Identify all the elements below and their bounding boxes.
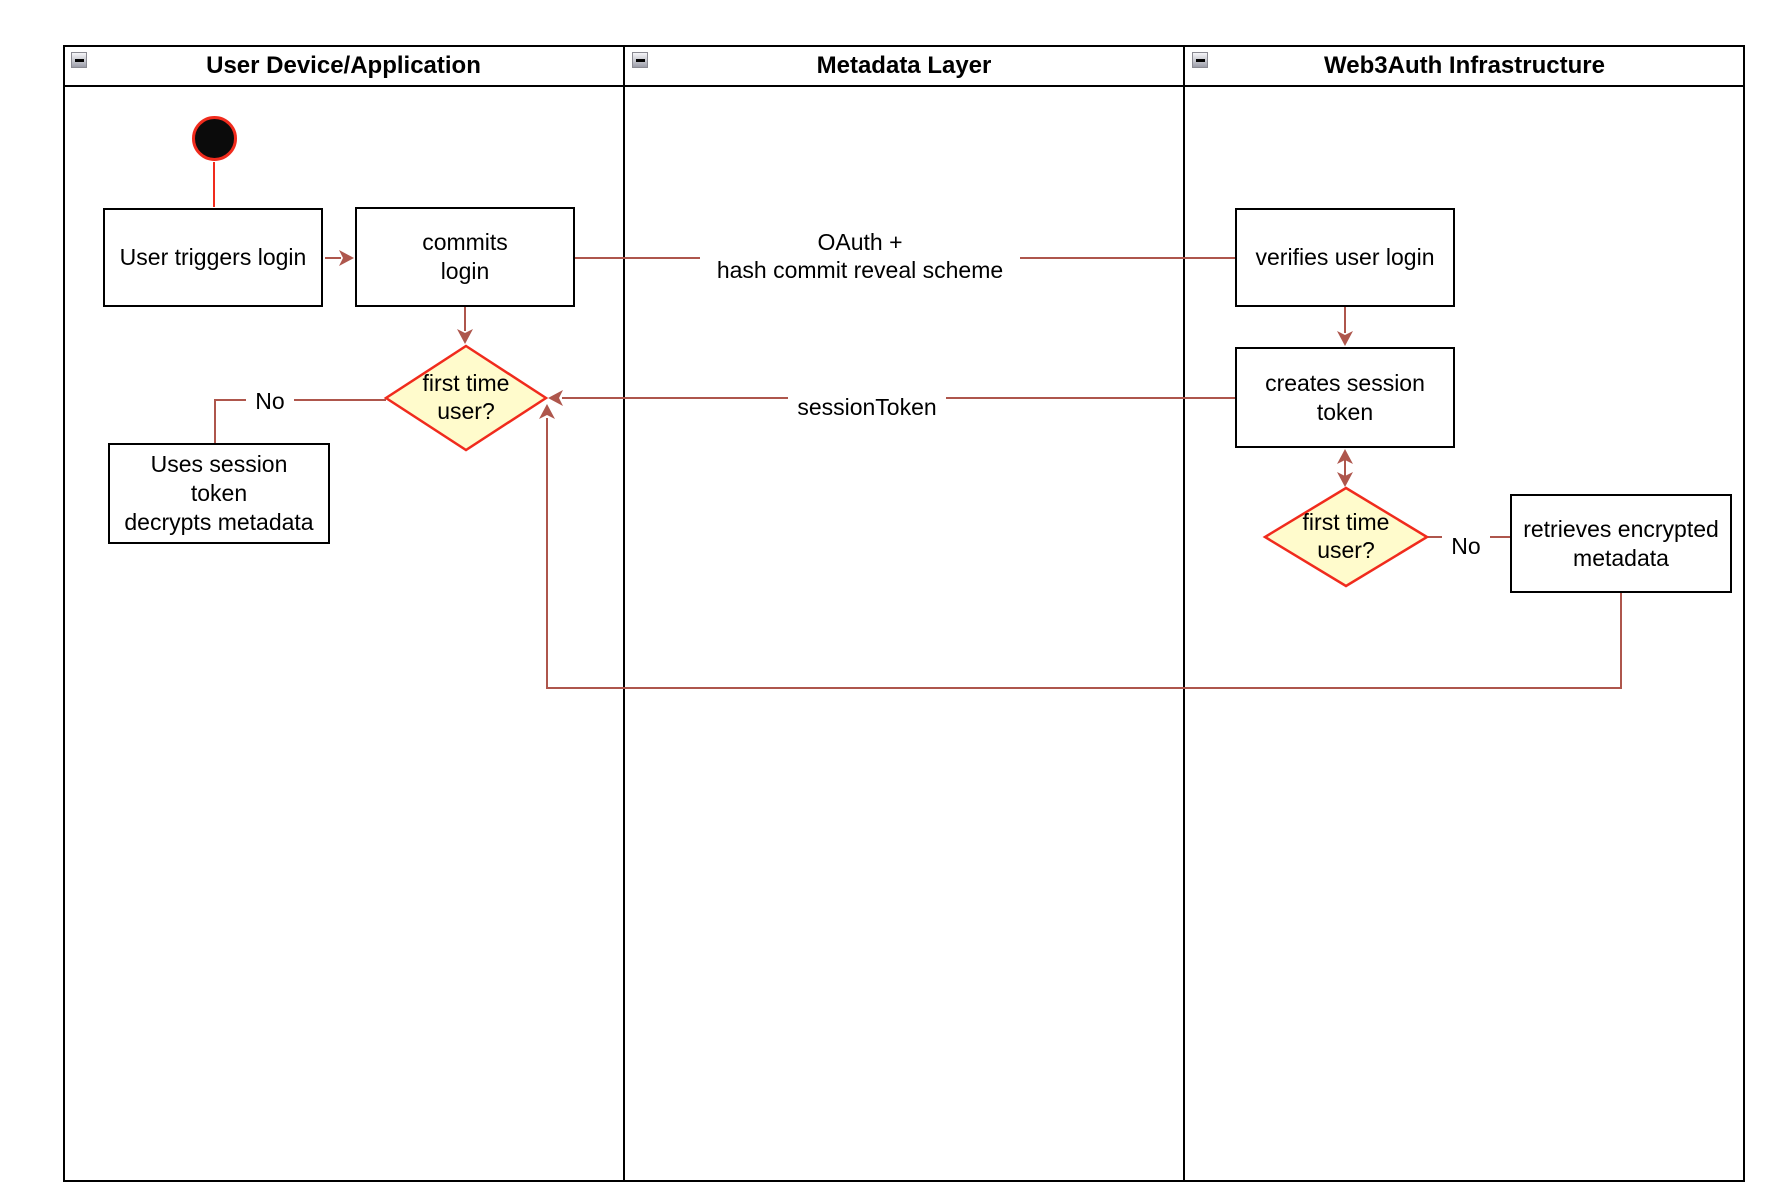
edge-label-no-device: No [246,388,294,415]
edge-label-no-infra: No [1442,533,1490,560]
arrowhead-down-creates [1337,331,1353,346]
node-user-triggers-login[interactable]: User triggers login [103,208,323,307]
decision-diamond-device[interactable] [383,344,549,452]
edge-no-device [214,399,386,443]
collapse-lane-button[interactable] [71,52,87,68]
node-retrieves-encrypted-metadata[interactable]: retrieves encrypted metadata [1510,494,1732,593]
arrowhead-left-diamond-device [548,390,563,406]
collapse-lane-button[interactable] [632,52,648,68]
arrowhead-up-diamond-device [539,404,555,419]
arrowhead-down-diamond-device [457,329,473,344]
edge-label-oauth: OAuth + hash commit reveal scheme [700,227,1020,287]
lane-title-user-device: User Device/Application [206,52,481,79]
swimlane-frame [63,45,1745,1182]
arrowhead-up-creates [1337,449,1353,464]
decision-diamond-infra[interactable] [1262,486,1430,588]
diamond-label-infra: first time user? [1302,509,1390,563]
lane-title-metadata-layer: Metadata Layer [816,52,992,79]
node-creates-session-token[interactable]: creates session token [1235,347,1455,448]
diamond-label-device: first time user? [422,370,510,424]
node-uses-session-token[interactable]: Uses session token decrypts metadata [108,443,330,544]
lane-divider-1 [623,45,625,1182]
minus-icon [635,58,645,62]
minus-icon [74,58,84,62]
minus-icon [1195,58,1205,62]
edge-label-session-token: sessionToken [788,394,946,422]
start-node[interactable] [192,116,237,161]
lane-divider-2 [1183,45,1185,1182]
edge-feedback-loop [546,418,1622,689]
collapse-lane-button[interactable] [1192,52,1208,68]
lane-title-web3auth: Web3Auth Infrastructure [1324,52,1605,79]
node-commits-login[interactable]: commits login [355,207,575,307]
lane-header-underline [63,85,1745,87]
node-verifies-user-login[interactable]: verifies user login [1235,208,1455,307]
arrowhead-down-diamond-infra [1337,472,1353,487]
arrowhead-right-commits [339,250,354,266]
